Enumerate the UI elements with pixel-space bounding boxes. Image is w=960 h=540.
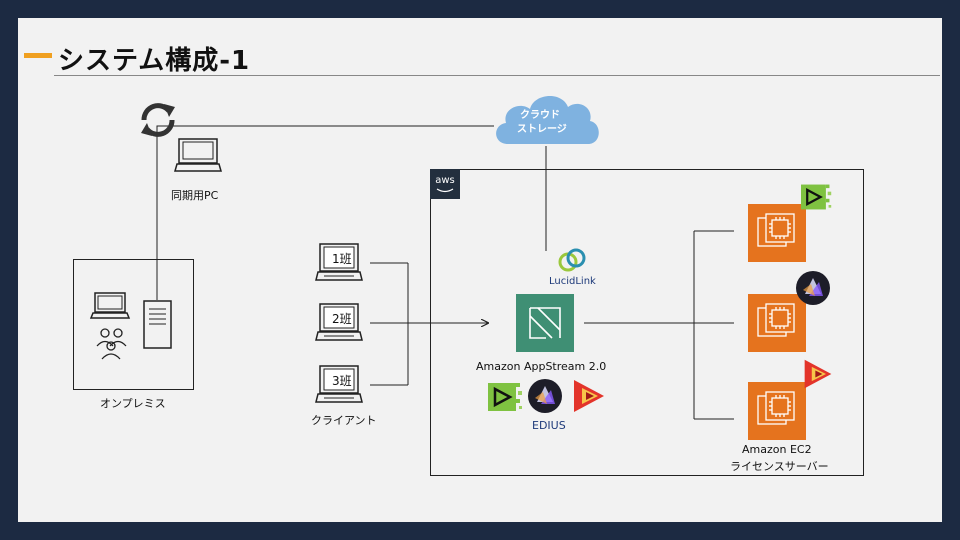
client-label-1: 1班 xyxy=(332,252,352,266)
appstream-icon xyxy=(516,294,574,352)
clients-caption: クライアント xyxy=(311,414,377,427)
ec2-instance-icon xyxy=(748,204,806,262)
title-divider xyxy=(54,75,940,76)
onprem-label: オンプレミス xyxy=(100,397,166,410)
ec2-instance-icon xyxy=(748,382,806,440)
page-title: システム構成-1 xyxy=(58,46,251,76)
client-pc-icon xyxy=(315,243,363,281)
ec2-red-app-icon xyxy=(804,359,832,389)
ec2-label-line1: Amazon EC2 xyxy=(742,443,812,456)
edius-dark-app-icon xyxy=(528,379,562,413)
sync-icon xyxy=(141,103,175,137)
lucidlink-label: LucidLink xyxy=(549,276,596,287)
users-icon xyxy=(96,328,127,360)
cloud-label-line2: ストレージ xyxy=(517,124,567,135)
client-pc-icon xyxy=(315,365,363,403)
client-label-3: 3班 xyxy=(332,374,352,388)
onprem-monitor-icon xyxy=(89,292,131,319)
ec2-green-app-icon xyxy=(801,184,832,210)
title-accent-bar xyxy=(24,53,52,58)
sync-pc-label: 同期用PC xyxy=(171,189,219,202)
aws-logo-text: aws xyxy=(435,175,455,186)
ec2-label-line2: ライセンスサーバー xyxy=(730,460,829,473)
edius-label: EDIUS xyxy=(532,419,566,432)
edius-red-app-icon xyxy=(574,380,604,412)
connector-lines xyxy=(156,125,734,420)
aws-cloud-box xyxy=(430,169,864,476)
cloud-label-line1: クラウド xyxy=(520,110,560,121)
onprem-box xyxy=(73,259,194,390)
client-pc-icon xyxy=(315,303,363,341)
aws-smile-icon xyxy=(436,188,454,193)
ec2-dark-app-icon xyxy=(796,271,830,305)
slide: システム構成-1 xyxy=(18,18,942,522)
cloud-icon xyxy=(496,95,599,144)
client-label-2: 2班 xyxy=(332,312,352,326)
lucidlink-logo-icon xyxy=(558,248,586,272)
aws-logo-badge: aws xyxy=(430,169,460,199)
edius-green-app-icon xyxy=(488,383,522,411)
appstream-label: Amazon AppStream 2.0 xyxy=(476,360,607,373)
ec2-instance-icon xyxy=(748,294,806,352)
sync-pc-icon xyxy=(174,138,222,172)
server-tower-icon xyxy=(143,300,172,349)
